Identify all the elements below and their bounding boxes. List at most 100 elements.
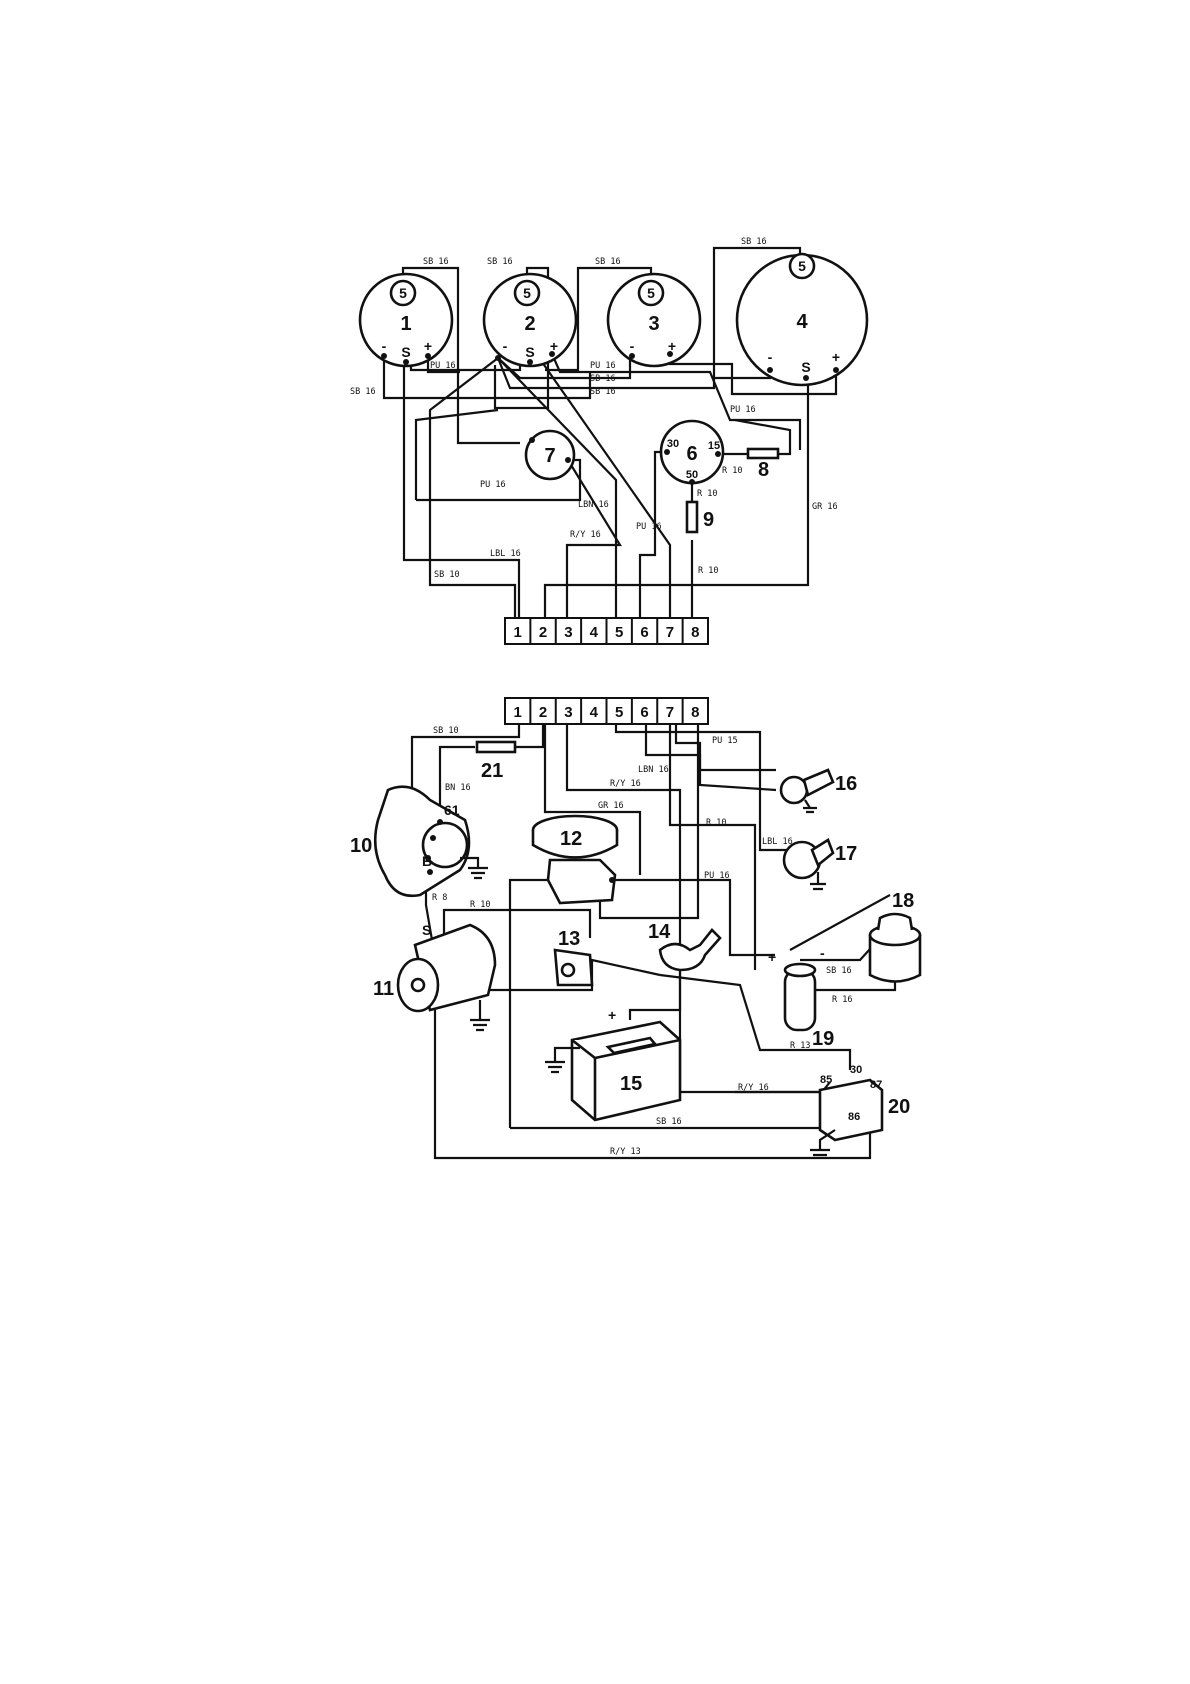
gauge-3-number: 3 (648, 313, 659, 335)
fuse-8: 8 (746, 447, 780, 481)
wire-lbn16 (497, 357, 618, 618)
gauge-4-minus: - (768, 349, 773, 365)
label-b-pu15: PU 15 (712, 736, 738, 746)
label-b-sb16-b: SB 16 (656, 1117, 682, 1127)
gauge-2-lamp-label: 5 (523, 285, 531, 301)
gauge-2-number: 2 (524, 313, 535, 335)
wire-lbn16-b (644, 722, 777, 792)
wire-r10-30 (638, 450, 667, 618)
top-connector-pin-5: 5 (615, 624, 623, 641)
wire-gr16 (543, 370, 810, 618)
fuse-21: 21 (475, 740, 517, 782)
label-gr16: GR 16 (812, 502, 838, 512)
gauge-1-number: 1 (400, 313, 411, 335)
ground-16 (803, 799, 817, 814)
component-6: 6 30 15 50 (659, 419, 725, 485)
ground-20 (810, 1129, 836, 1157)
wire-ry13 (433, 1010, 872, 1160)
label-b-r8: R 8 (432, 893, 447, 903)
label-pu16-d: PU 16 (480, 480, 506, 490)
label-r10-a: R 10 (722, 466, 742, 476)
label-lbl16: LBL 16 (490, 549, 521, 559)
sender-17: 17 (782, 838, 857, 891)
wire-pu16-b (668, 722, 757, 970)
ground-11 (470, 1000, 490, 1032)
bottom-wires (410, 722, 897, 1160)
wire-pu16-conn (541, 361, 672, 618)
gauge-2-minus: - (503, 338, 508, 354)
instrument-wiring-diagram: 5 1 - S + 5 2 - S + 5 3 - + (350, 237, 869, 645)
component-14-number: 14 (648, 921, 671, 943)
gauge-3-minus: - (630, 338, 635, 354)
label-lbn16: LBN 16 (578, 500, 609, 510)
wire-r13 (659, 973, 852, 1070)
gauge-3-lamp-label: 5 (647, 285, 655, 301)
component-6-number: 6 (686, 443, 697, 465)
label-sb16-m2: SB 16 (590, 387, 616, 397)
fuse-21-number: 21 (481, 760, 503, 782)
relay-terminal-87: 87 (870, 1079, 882, 1091)
coil-minus: - (820, 945, 825, 961)
label-sb16-m1: SB 16 (590, 374, 616, 384)
gauge-1: 5 1 - S + (358, 272, 454, 368)
label-sb16-left: SB 16 (350, 387, 376, 397)
label-b-r10-b: R 10 (470, 900, 490, 910)
bottom-connector-pin-6: 6 (640, 704, 648, 721)
coil-plus: + (768, 949, 776, 965)
gauge-2-plus: + (550, 338, 558, 354)
distributor-18-number: 18 (892, 890, 914, 912)
wire-pu15 (674, 722, 776, 772)
bottom-connector-pin-5: 5 (615, 704, 623, 721)
component-12: 12 (531, 814, 619, 905)
top-connector-pin-8: 8 (691, 624, 699, 641)
fuse-9-number: 9 (703, 509, 714, 531)
component-14: 14 (648, 921, 722, 972)
wire-lbl16-b (614, 722, 790, 852)
alternator-10-number: 10 (350, 835, 372, 857)
bottom-connector-pin-4: 4 (590, 704, 599, 721)
relay-terminal-30: 30 (850, 1064, 862, 1076)
label-b-r16: R 16 (832, 995, 852, 1005)
gauge-1-minus: - (382, 338, 387, 354)
wire-sb16-a (800, 937, 881, 962)
label-b-lbn16: LBN 16 (638, 765, 669, 775)
top-connector-pin-1: 1 (514, 624, 522, 641)
gauge-3-plus: + (668, 338, 676, 354)
gauge-4: 5 4 - S + (735, 252, 869, 387)
label-r10-c: R 10 (698, 566, 718, 576)
wire-pu16-ring (508, 878, 775, 1128)
label-b-sb16-a: SB 16 (826, 966, 852, 976)
terminal-b: B (422, 853, 432, 869)
label-sb16-4: SB 16 (741, 237, 767, 247)
label-b-r13: R 13 (790, 1041, 810, 1051)
bottom-wire-labels: SB 10 BN 16 PU 15 LBN 16 R/Y 16 GR 16 R … (432, 726, 852, 1157)
wire-r10-8 (734, 418, 792, 456)
wire-pu16-main (550, 353, 802, 450)
wire-pu16-7a (414, 408, 499, 500)
top-connector-pin-2: 2 (539, 624, 547, 641)
label-b-pu16: PU 16 (704, 871, 730, 881)
wire-bn16-b (438, 745, 475, 818)
coil-19-number: 19 (812, 1028, 834, 1050)
component-7-number: 7 (544, 445, 555, 467)
relay-20: 20 85 30 87 86 (810, 1064, 910, 1157)
component-12-number: 12 (560, 828, 582, 850)
gauge-2-sender: S (525, 344, 534, 360)
gauge-4-sender: S (801, 359, 810, 375)
wire-r10-loop (442, 908, 592, 938)
label-ry16: R/Y 16 (570, 530, 601, 540)
gauge-3: 5 3 - + (606, 272, 702, 368)
component-6-terminal-15: 15 (708, 440, 720, 452)
label-b-lbl16: LBL 16 (762, 837, 793, 847)
component-7: 7 (524, 429, 576, 481)
wire-sb10 (428, 357, 517, 618)
wire-gr16-b (543, 722, 642, 875)
bottom-connector-pin-2: 2 (539, 704, 547, 721)
label-b-ry16: R/Y 16 (610, 779, 641, 789)
wire-sb16-left (382, 356, 592, 400)
wire-ry16 (565, 459, 622, 618)
top-wire-labels: SB 16 SB 16 SB 16 SB 16 SB 16 PU 16 PU 1… (350, 237, 838, 580)
label-sb16-3: SB 16 (595, 257, 621, 267)
